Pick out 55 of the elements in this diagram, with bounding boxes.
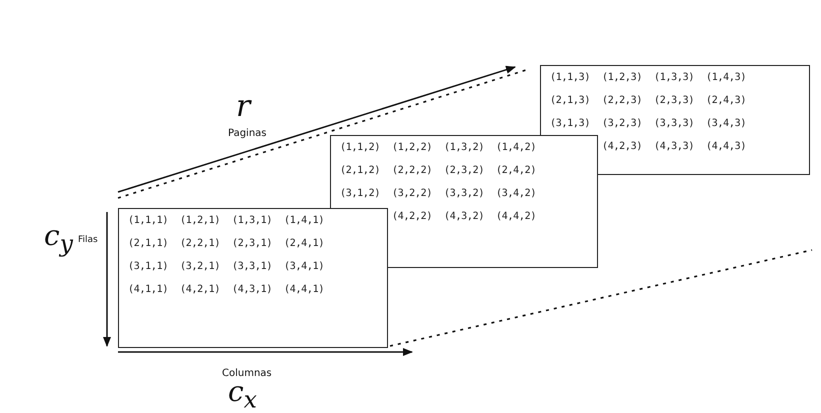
index-label: (2,2,1): [180, 238, 220, 249]
index-label: (1,4,3): [706, 72, 746, 83]
index-label: (3,4,3): [706, 118, 746, 129]
index-label: (3,1,3): [550, 118, 590, 129]
index-label: (1,1,1): [128, 215, 168, 226]
index-label: (1,2,3): [602, 72, 642, 83]
axis-symbol: r: [236, 92, 250, 122]
index-label: (1,4,2): [496, 142, 536, 153]
index-label: (4,3,2): [444, 211, 484, 222]
index-label: (1,4,1): [284, 215, 324, 226]
index-label: (3,3,3): [654, 118, 694, 129]
axis-symbol: c$_{y}$: [44, 222, 73, 256]
index-label: (3,3,2): [444, 188, 484, 199]
array-page: [330, 135, 598, 268]
index-label: (2,1,2): [340, 165, 380, 176]
index-label: (4,2,1): [180, 284, 220, 295]
index-label: (4,4,3): [706, 141, 746, 152]
index-label: (1,3,3): [654, 72, 694, 83]
array-page: [540, 65, 810, 175]
index-label: (2,3,1): [232, 238, 272, 249]
index-label: (1,2,2): [392, 142, 432, 153]
index-label: (1,2,1): [180, 215, 220, 226]
index-label: (4,4,1): [284, 284, 324, 295]
index-label: (3,3,1): [232, 261, 272, 272]
index-label: (2,4,1): [284, 238, 324, 249]
index-label: (2,4,3): [706, 95, 746, 106]
index-label: (3,1,1): [128, 261, 168, 272]
index-label: (2,1,1): [128, 238, 168, 249]
index-label: (1,3,1): [232, 215, 272, 226]
index-label: (4,1,1): [128, 284, 168, 295]
index-label: (2,3,2): [444, 165, 484, 176]
array-page: [118, 208, 388, 348]
index-label: (2,4,2): [496, 165, 536, 176]
index-label: (3,1,2): [340, 188, 380, 199]
axis-label: Filas: [78, 235, 98, 245]
axis-label: Columnas: [222, 368, 272, 379]
index-label: (4,4,2): [496, 211, 536, 222]
index-label: (4,3,1): [232, 284, 272, 295]
index-label: (4,2,2): [392, 211, 432, 222]
index-label: (2,3,3): [654, 95, 694, 106]
index-label: (4,3,3): [654, 141, 694, 152]
index-label: (1,1,3): [550, 72, 590, 83]
index-label: (1,3,2): [444, 142, 484, 153]
axis-label: Paginas: [228, 128, 267, 139]
index-label: (2,2,2): [392, 165, 432, 176]
index-label: (3,4,2): [496, 188, 536, 199]
index-label: (2,2,3): [602, 95, 642, 106]
axis-symbol: c$_{x}$: [228, 378, 257, 412]
index-label: (3,2,1): [180, 261, 220, 272]
index-label: (1,1,2): [340, 142, 380, 153]
index-label: (3,4,1): [284, 261, 324, 272]
index-label: (4,2,3): [602, 141, 642, 152]
index-label: (3,2,3): [602, 118, 642, 129]
index-label: (2,1,3): [550, 95, 590, 106]
index-label: (3,2,2): [392, 188, 432, 199]
